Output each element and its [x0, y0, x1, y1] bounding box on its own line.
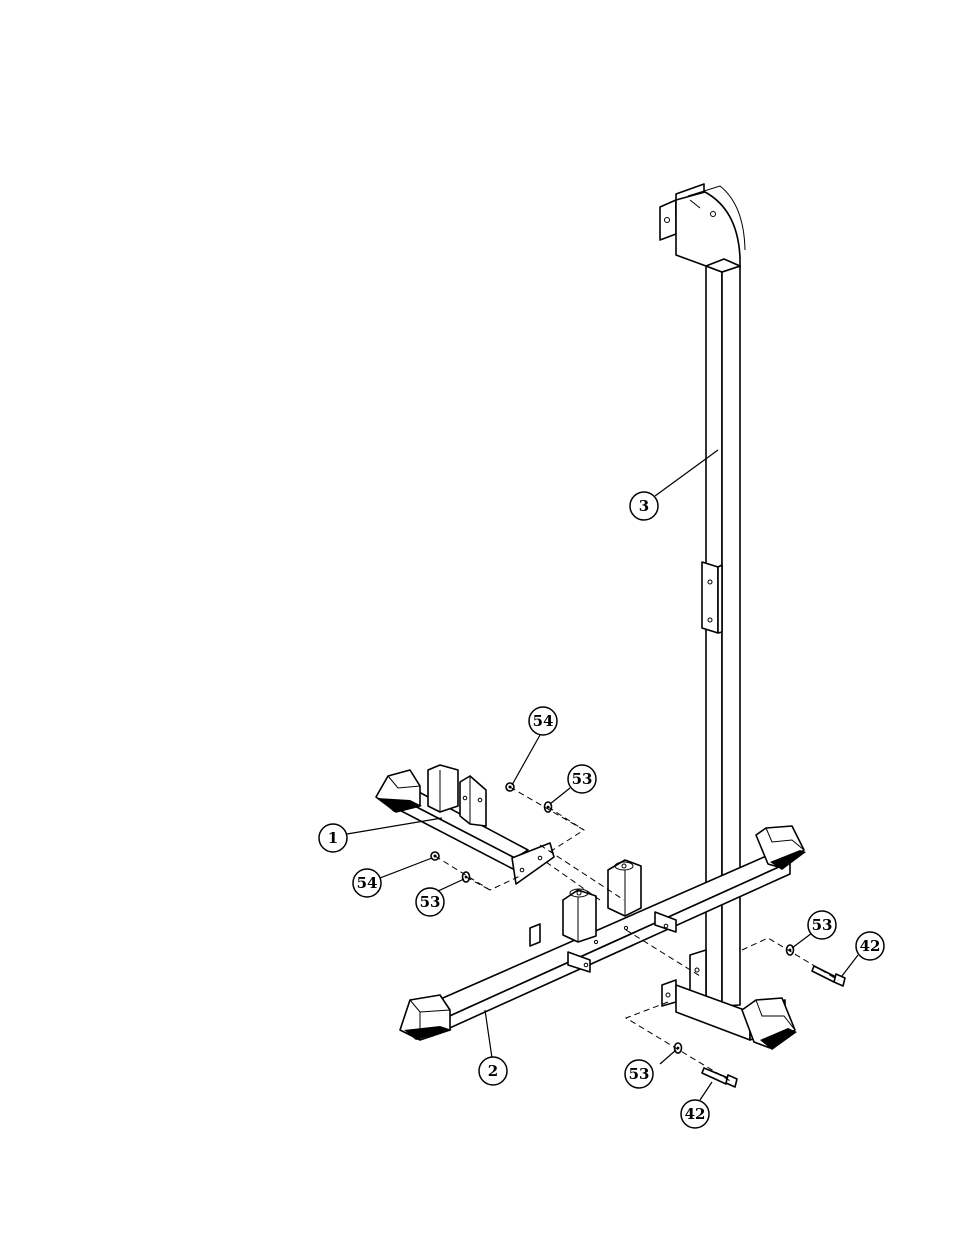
callout-label-42-upper: 42 [860, 937, 881, 955]
callout-42-upper: 42 [856, 932, 884, 960]
foot-front-left [400, 995, 452, 1040]
foot-front-right [742, 998, 797, 1050]
callout-54-upper: 54 [529, 707, 557, 735]
callout-53-lower-right: 53 [625, 1060, 653, 1088]
callout-1: 1 [319, 824, 347, 852]
callout-label-53-upper-left: 53 [572, 770, 593, 788]
callout-label-1: 1 [328, 829, 338, 847]
callout-label-53-lower-left: 53 [420, 893, 441, 911]
bolt-42-upper [812, 966, 845, 986]
callout-53-upper-right: 53 [808, 911, 836, 939]
callout-label-54-upper: 54 [533, 712, 554, 730]
base-frame-part-2 [400, 826, 806, 1050]
callout-53-lower-left: 53 [416, 888, 444, 916]
callout-label-53-upper-right: 53 [812, 916, 833, 934]
callout-label-2: 2 [488, 1062, 498, 1080]
callout-3: 3 [630, 492, 658, 520]
callout-label-53-lower-right: 53 [629, 1065, 650, 1083]
callout-53-upper-left: 53 [568, 765, 596, 793]
callout-label-54-lower: 54 [357, 874, 378, 892]
callout-label-42-lower: 42 [685, 1105, 706, 1123]
callout-2: 2 [479, 1057, 507, 1085]
callout-54-lower: 54 [353, 869, 381, 897]
callout-42-lower: 42 [681, 1100, 709, 1128]
callout-label-3: 3 [639, 497, 649, 515]
bolt-42-lower [702, 1068, 737, 1087]
